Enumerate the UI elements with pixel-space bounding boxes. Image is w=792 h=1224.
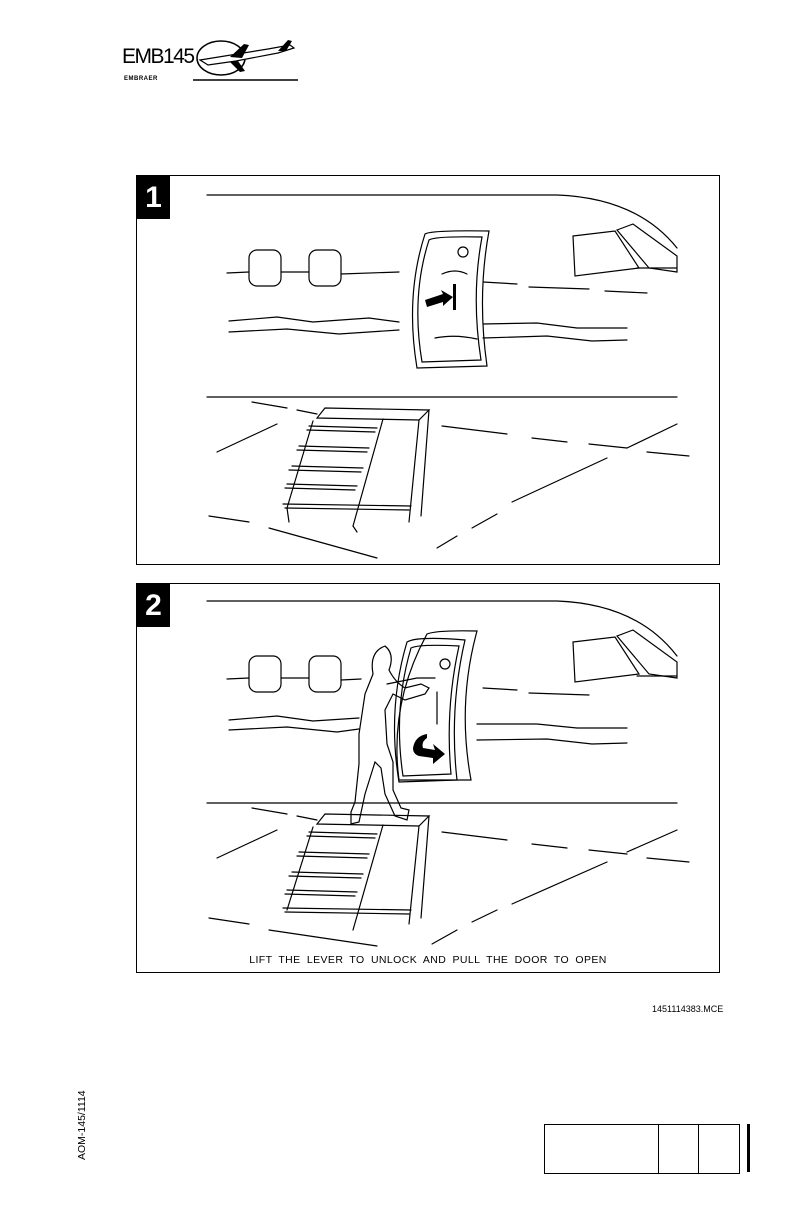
- revision-box-divider: [698, 1125, 699, 1173]
- logo-emb145-text: EMB145: [122, 46, 194, 67]
- step-1-panel: 1: [136, 175, 720, 565]
- document-number: AOM-145/1114: [76, 1090, 88, 1160]
- file-reference: 1451114383.MCE: [652, 1004, 723, 1014]
- step-2-panel: 2: [136, 583, 720, 973]
- revision-box: [544, 1124, 740, 1174]
- door-closed-illustration: [137, 176, 719, 564]
- embraer-emb145-logo: EMB145 EMBRAER: [118, 36, 300, 84]
- logo-embraer-text: EMBRAER: [124, 76, 158, 82]
- revision-box-divider: [658, 1125, 659, 1173]
- person-opening-door-illustration: [137, 584, 719, 972]
- step-2-caption: LIFT THE LEVER TO UNLOCK AND PULL THE DO…: [137, 954, 719, 966]
- change-bar: [747, 1124, 750, 1172]
